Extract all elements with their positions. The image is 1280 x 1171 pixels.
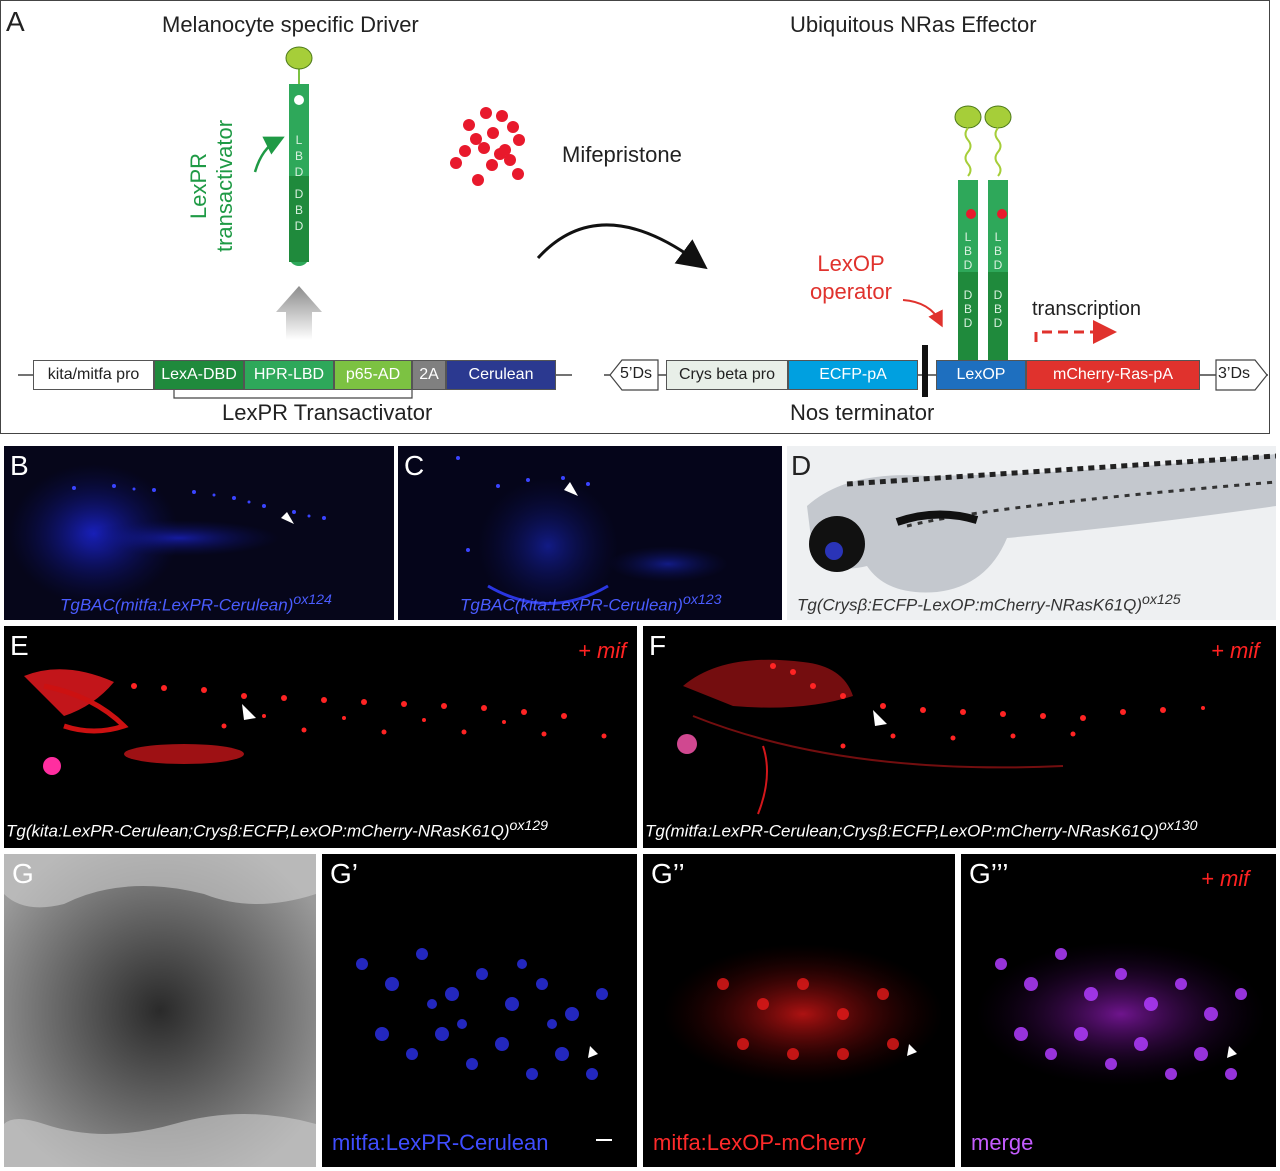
caption-f: Tg(mitfa:LexPR-Cerulean;Crysβ:ECFP,LexOP… <box>645 818 1197 842</box>
box-p65-ad: p65-AD <box>334 360 412 390</box>
panel-label-g3: G’’’ <box>969 858 1009 889</box>
ds3-arrow <box>1215 359 1268 391</box>
ds5-arrow <box>609 359 659 391</box>
mif-label-g3: + mif <box>1201 866 1250 891</box>
operator-label-line1: LexOP <box>817 251 885 276</box>
box-lexop: LexOP <box>936 360 1026 390</box>
nos-terminator-bar <box>922 345 928 397</box>
panel-b-image: B TgBAC(mitfa:LexPR-Cerulean)ox124 <box>4 446 394 620</box>
transactivator-protein <box>285 46 313 266</box>
panel-c-image: C TgBAC(kita:LexPR-Cerulean)ox123 <box>398 446 782 620</box>
mifepristone-label: Mifepristone <box>562 142 682 167</box>
transactivator-label-line2: transactivator <box>212 119 237 253</box>
transactivator-bracket-label: LexPR Transactivator <box>222 400 433 425</box>
caption-e-sup: ox129 <box>509 818 549 834</box>
panel-label-d: D <box>791 450 812 481</box>
red-arrow-icon <box>902 299 943 328</box>
caption-g2: mitfa:LexOP-mCherry <box>653 1130 866 1155</box>
caption-f-sup: ox130 <box>1158 818 1198 834</box>
box-lexa-dbd: LexA-DBD <box>154 360 244 390</box>
mif-label-e: + mif <box>578 638 627 663</box>
box-cerulean: Cerulean <box>446 360 556 390</box>
panel-g-image: G <box>4 854 316 1167</box>
caption-d-text: Tg(Crysβ:ECFP-LexOP:mCherry-NRasK61Q) <box>797 595 1143 615</box>
caption-d: Tg(Crysβ:ECFP-LexOP:mCherry-NRasK61Q)ox1… <box>797 592 1181 616</box>
panel-g3-image: G’’’ + mif merge <box>961 854 1276 1167</box>
transcription-label: transcription <box>1032 298 1141 320</box>
panel-label-c: C <box>404 450 425 481</box>
panel-d-image: D Tg(Crysβ:ECFP-LexOP:mCherry-NRasK61Q)o… <box>787 446 1276 620</box>
panel-label-f: F <box>649 630 667 661</box>
panel-e-image: E + mif Tg(kita:LexPR-Cerulean;Crysβ:ECF… <box>4 626 637 848</box>
caption-b-sup: ox124 <box>293 592 332 608</box>
dimer-protein <box>954 105 1012 360</box>
caption-b-text: TgBAC(mitfa:LexPR-Cerulean) <box>60 595 294 615</box>
box-ecfp-pa: ECFP-pA <box>788 360 918 390</box>
operator-label-line2: operator <box>810 279 892 304</box>
driver-title: Melanocyte specific Driver <box>162 12 419 37</box>
caption-f-text: Tg(mitfa:LexPR-Cerulean;Crysβ:ECFP,LexOP… <box>645 821 1159 841</box>
caption-e-text: Tg(kita:LexPR-Cerulean;Crysβ:ECFP,LexOP:… <box>6 821 510 841</box>
caption-e: Tg(kita:LexPR-Cerulean;Crysβ:ECFP,LexOP:… <box>6 818 548 842</box>
panel-label-e: E <box>10 630 29 661</box>
box-2a: 2A <box>412 360 446 390</box>
caption-g3: merge <box>971 1130 1034 1155</box>
caption-c-text: TgBAC(kita:LexPR-Cerulean) <box>460 595 683 615</box>
green-curved-arrow-icon <box>253 136 285 173</box>
transactivator-bracket <box>173 390 413 399</box>
caption-d-sup: ox125 <box>1142 592 1181 608</box>
nos-terminator-label: Nos terminator <box>790 400 935 425</box>
up-arrow-icon <box>276 286 322 340</box>
box-crys-beta-pro: Crys beta pro <box>666 360 788 390</box>
mifepristone-dots <box>450 107 525 186</box>
panel-label-g1: G’ <box>330 858 358 889</box>
panel-label-a: A <box>6 6 25 37</box>
effector-title: Ubiquitous NRas Effector <box>790 12 1037 37</box>
transactivator-label-line1: LexPR <box>186 152 211 220</box>
caption-c-sup: ox123 <box>682 592 722 608</box>
transactivator-label: LexPR transactivator <box>186 100 246 280</box>
caption-g1: mitfa:LexPR-Cerulean <box>332 1130 549 1155</box>
box-hpr-lbd: HPR-LBD <box>244 360 334 390</box>
box-mcherry-ras-pa: mCherry-Ras-pA <box>1026 360 1200 390</box>
caption-b: TgBAC(mitfa:LexPR-Cerulean)ox124 <box>60 592 332 616</box>
mif-label-f: + mif <box>1211 638 1260 663</box>
black-curved-arrow-icon <box>536 223 708 270</box>
panel-label-g: G <box>12 858 34 889</box>
ds3-label: 3’Ds <box>1218 365 1251 382</box>
caption-c: TgBAC(kita:LexPR-Cerulean)ox123 <box>460 592 722 616</box>
operator-label: LexOP operator <box>796 250 906 306</box>
panel-f-image: F + mif Tg(mitfa:LexPR-Cerulean;Crysβ:EC… <box>643 626 1276 848</box>
transcription-arrow-icon <box>1034 320 1117 344</box>
panel-label-b: B <box>10 450 29 481</box>
box-kita-mitfa-pro: kita/mitfa pro <box>33 360 154 390</box>
ds5-label: 5’Ds <box>620 365 653 382</box>
panel-g1-image: G’ mitfa:LexPR-Cerulean <box>322 854 637 1167</box>
panel-g2-image: G’’ mitfa:LexOP-mCherry <box>643 854 955 1167</box>
panel-label-g2: G’’ <box>651 858 685 889</box>
